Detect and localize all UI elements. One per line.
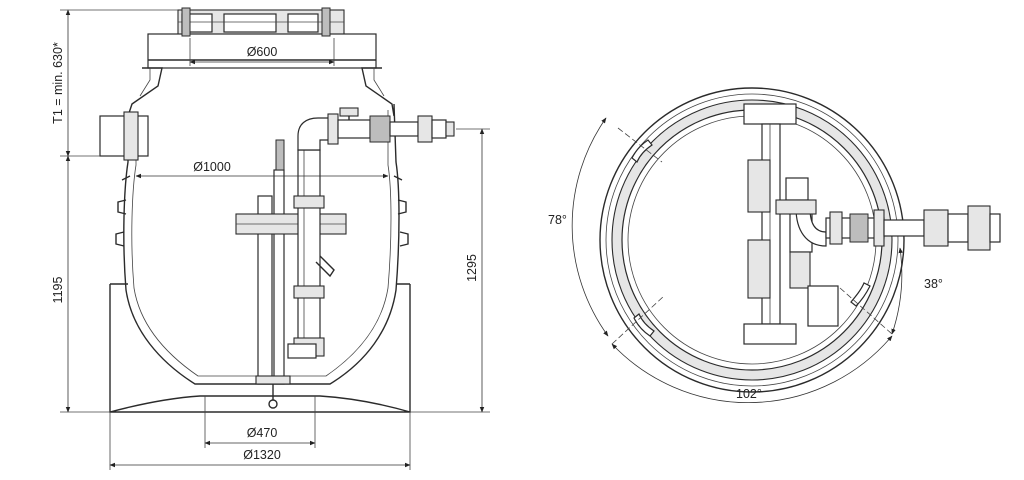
top-outlet-pipe <box>825 205 1001 251</box>
dim-base-outer-diameter: Ø1320 <box>243 448 281 462</box>
dim-cover-diameter: Ø600 <box>247 45 278 59</box>
tank-shoulder <box>127 67 395 117</box>
outlet-pipe <box>297 107 455 151</box>
manhole-cover <box>147 7 377 69</box>
dim-body-height: 1195 <box>51 277 65 304</box>
angle-dimensions: 78° 102° 38° <box>548 117 943 403</box>
angle-left-label: 78° <box>548 213 567 227</box>
tank-ribs <box>115 175 409 247</box>
dim-body-diameter: Ø1000 <box>193 160 231 174</box>
side-view: Ø600 Ø1000 Ø470 Ø1320 T1 = min. 630* 119… <box>51 7 490 470</box>
inlet-pipe <box>99 111 149 161</box>
dim-outlet-height: 1295 <box>465 254 479 282</box>
tank-base <box>109 283 411 413</box>
dimensions-side: Ø600 Ø1000 Ø470 Ø1320 T1 = min. 630* 119… <box>51 9 490 470</box>
riser-pipe <box>287 149 335 359</box>
pump-assembly <box>747 159 839 327</box>
dim-cover-depth: T1 = min. 630* <box>51 42 65 124</box>
angle-right-label: 38° <box>924 277 943 291</box>
internal-guide <box>255 139 291 409</box>
angle-bottom-label: 102° <box>736 387 762 401</box>
top-view: 78° 102° 38° <box>548 87 1001 403</box>
dim-base-inner-diameter: Ø470 <box>247 426 278 440</box>
